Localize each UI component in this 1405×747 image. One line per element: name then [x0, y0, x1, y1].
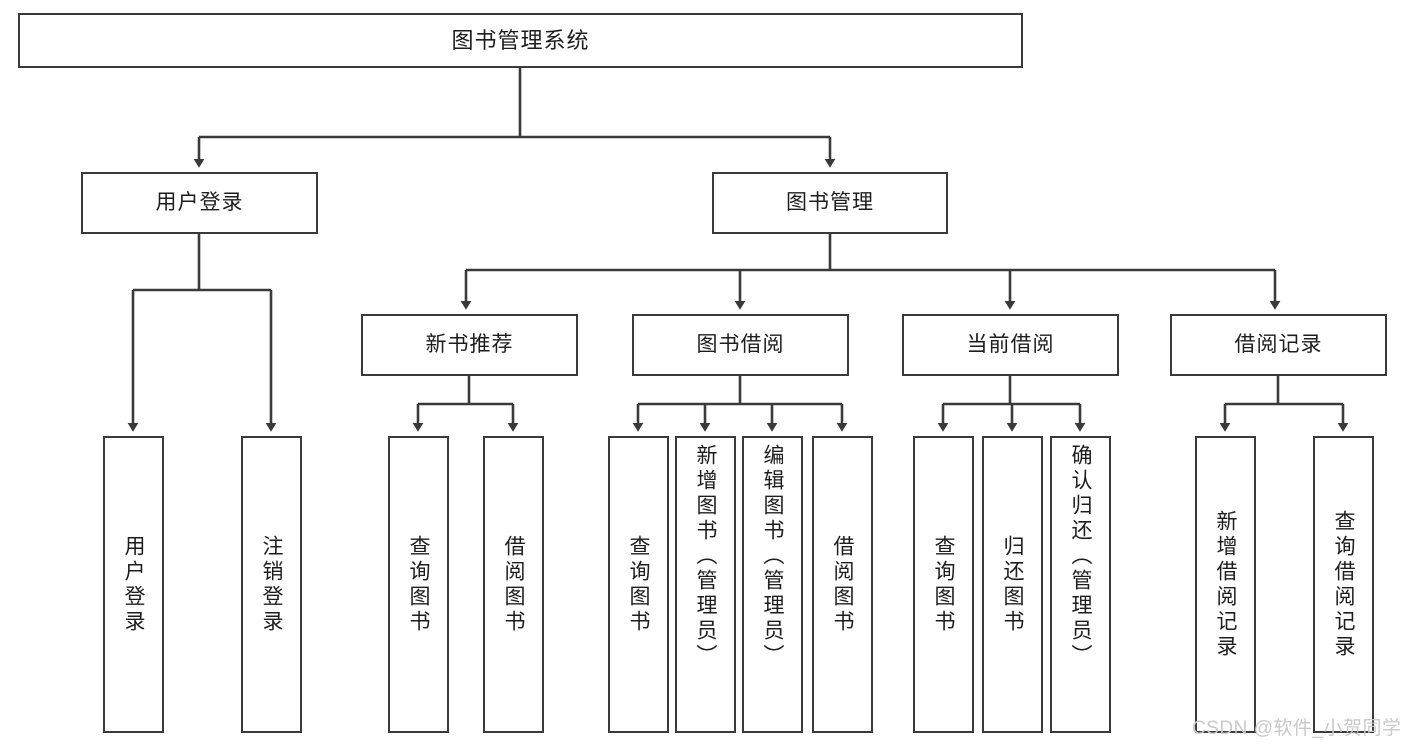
node-new-book-recommendation[interactable]: 新书推荐: [361, 314, 578, 376]
node-label: 查询图书: [932, 534, 955, 635]
node-label: 新增图书（管理员）: [694, 444, 717, 669]
node-leaf-borrow-books-recommendation[interactable]: 借阅图书: [483, 436, 544, 733]
watermark: CSDN @软件_小贺同学: [1192, 718, 1402, 739]
node-label: 借阅图书: [502, 534, 525, 635]
node-label: 用户登录: [122, 534, 145, 635]
node-book-borrowing[interactable]: 图书借阅: [632, 314, 849, 376]
node-label: 归还图书: [1001, 534, 1024, 635]
node-current-borrowing[interactable]: 当前借阅: [902, 314, 1119, 376]
node-label: 借阅记录: [1234, 332, 1323, 356]
node-label: 当前借阅: [966, 332, 1055, 356]
node-book-management[interactable]: 图书管理: [712, 172, 948, 234]
node-label: 查询图书: [407, 534, 430, 635]
node-label: 新增借阅记录: [1214, 509, 1237, 660]
node-label: 借阅图书: [831, 534, 854, 635]
node-leaf-logout[interactable]: 注销登录: [241, 436, 302, 733]
node-leaf-query-books-recommendation[interactable]: 查询图书: [388, 436, 449, 733]
node-label: 图书借阅: [696, 332, 785, 356]
node-user-login[interactable]: 用户登录: [81, 172, 318, 234]
node-leaf-query-books-borrowing[interactable]: 查询图书: [608, 436, 669, 733]
node-leaf-borrow-books[interactable]: 借阅图书: [812, 436, 873, 733]
node-leaf-query-borrowing-record[interactable]: 查询借阅记录: [1313, 436, 1374, 733]
node-leaf-add-borrowing-record[interactable]: 新增借阅记录: [1195, 436, 1256, 733]
node-label: 注销登录: [260, 534, 283, 635]
node-label: 编辑图书（管理员）: [761, 444, 784, 669]
node-leaf-confirm-return-admin[interactable]: 确认归还（管理员）: [1050, 436, 1111, 733]
node-borrowing-records[interactable]: 借阅记录: [1170, 314, 1387, 376]
node-label: 查询借阅记录: [1332, 509, 1355, 660]
node-root-book-management-system[interactable]: 图书管理系统: [18, 13, 1023, 68]
node-leaf-return-books[interactable]: 归还图书: [982, 436, 1043, 733]
node-leaf-user-login[interactable]: 用户登录: [103, 436, 164, 733]
node-leaf-edit-book-admin[interactable]: 编辑图书（管理员）: [742, 436, 803, 733]
node-label: 图书管理: [786, 190, 874, 214]
node-label: 图书管理系统: [451, 27, 590, 53]
node-label: 用户登录: [155, 190, 244, 214]
node-label: 确认归还（管理员）: [1069, 444, 1092, 669]
node-label: 新书推荐: [425, 332, 514, 356]
node-leaf-add-book-admin[interactable]: 新增图书（管理员）: [675, 436, 736, 733]
node-label: 查询图书: [627, 534, 650, 635]
node-leaf-query-books-current[interactable]: 查询图书: [913, 436, 974, 733]
